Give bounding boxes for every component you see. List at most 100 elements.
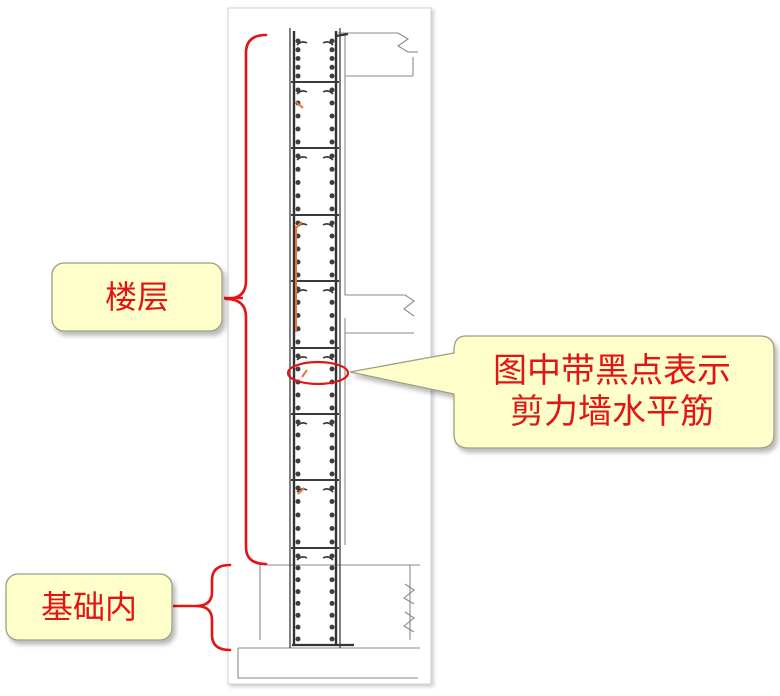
rebar-dot-2-4-1 (329, 206, 335, 212)
rebar-dot-8-0-0 (295, 553, 301, 559)
orange-tick-1 (295, 101, 304, 109)
stirrup-hook-left-8 (296, 556, 308, 561)
break-symbol-top (396, 32, 410, 53)
break-symbol-bottom (403, 611, 415, 633)
rebar-dot-2-3-0 (295, 193, 301, 199)
rebar-dot-2-2-0 (295, 180, 301, 185)
rebar-dot-8-7-1 (329, 636, 335, 642)
stirrup-hook-left-6 (296, 422, 308, 427)
rebar-dot-8-2-0 (295, 577, 301, 583)
rebar-dot-0-1-0 (295, 47, 301, 53)
rebar-dot-7-1-0 (295, 499, 301, 504)
stirrup-hook-left-5 (296, 356, 308, 361)
rebar-dot-0-3-0 (295, 64, 301, 70)
rebar-dot-5-3-0 (295, 392, 301, 398)
rebar-dot-6-2-1 (329, 445, 335, 451)
rebar-dot-8-0-1 (329, 553, 335, 559)
orange-tick-2 (295, 221, 303, 229)
rebar-dot-5-1-0 (295, 366, 301, 372)
rebar-dot-6-4-0 (295, 471, 301, 477)
rebar-dot-0-2-1 (329, 56, 335, 61)
stirrup-hook-right-5 (322, 356, 334, 361)
stirrup-hook-right-1 (322, 90, 334, 95)
rebar-dot-6-3-0 (295, 458, 301, 464)
rebar-dot-5-4-1 (329, 405, 335, 411)
shear-wall (289, 28, 354, 648)
rebar-dot-7-4-1 (329, 539, 335, 545)
stirrup-hook-right-3 (322, 223, 334, 228)
rebar-dot-0-1-1 (329, 47, 335, 53)
rebar-dot-1-2-1 (329, 113, 335, 119)
stirrup-group (291, 41, 339, 561)
stirrup-hook-right-2 (322, 156, 334, 161)
rebar-dot-1-4-0 (295, 139, 301, 145)
stirrup-hook-right-7 (322, 488, 334, 493)
rebar-dot-8-5-0 (295, 612, 301, 618)
orange-tick-4 (297, 487, 305, 495)
rebar-dot-8-3-1 (329, 589, 335, 595)
rebar-dot-7-3-1 (329, 526, 335, 531)
rebar-dot-1-0-1 (329, 87, 335, 93)
rebar-dot-6-2-0 (295, 445, 301, 451)
rebar-dot-8-4-0 (295, 600, 301, 606)
rebar-dot-1-0-0 (295, 87, 301, 93)
rebar-dot-1-3-0 (295, 126, 301, 132)
orange-tick-3 (301, 369, 308, 378)
stirrup-hook-left-1 (296, 90, 308, 95)
rebar-dot-5-1-1 (329, 366, 335, 372)
rebar-dot-8-2-1 (329, 577, 335, 583)
rebar-dot-8-3-0 (295, 589, 301, 595)
structure-lines (237, 32, 420, 679)
rebar-dot-0-4-1 (329, 73, 335, 79)
rebar-dot-4-2-1 (329, 313, 335, 318)
foundation-brace-icon (194, 563, 232, 652)
stirrup-hook-left-4 (296, 289, 308, 294)
rebar-dot-8-1-0 (295, 565, 301, 571)
rebar-dot-7-2-0 (295, 512, 301, 518)
rebar-dot-4-3-1 (329, 326, 335, 332)
stirrup-hook-left-0 (296, 41, 308, 46)
stirrup-hook-right-4 (322, 289, 334, 294)
rebar-dot-6-1-1 (329, 432, 335, 438)
rebar-dot-8-5-1 (329, 612, 335, 618)
rebar-dot-5-0-1 (329, 353, 335, 359)
mid-wall-outline (344, 76, 405, 296)
rebar-dot-0-0-0 (295, 38, 301, 44)
rebar-dot-0-3-1 (329, 64, 335, 70)
rebar-dot-1-2-0 (295, 113, 301, 119)
rebar-dot-2-0-0 (295, 153, 301, 159)
rebar-top-hook (335, 32, 349, 38)
rebar-dot-7-0-0 (295, 485, 301, 491)
stirrup-hook-right-8 (322, 556, 334, 561)
stirrup-hook-left-2 (296, 156, 308, 161)
rebar-dot-3-0-1 (329, 220, 335, 226)
rebar-dot-5-0-0 (295, 353, 301, 359)
rebar-dot-2-1-1 (329, 166, 335, 172)
rebar-dot-8-7-0 (295, 636, 301, 642)
rebar-dot-0-2-0 (295, 56, 301, 61)
rebar-dot-4-4-1 (329, 339, 335, 345)
rebar-dot-4-0-1 (329, 286, 335, 292)
rebar-dot-7-4-0 (295, 539, 301, 545)
break-symbol-mid (403, 294, 415, 317)
rebar-dot-8-6-1 (329, 624, 335, 630)
rebar-dot-8-1-1 (329, 565, 335, 571)
foundation-callout-box (5, 573, 173, 641)
rebar-dot-7-1-1 (329, 499, 335, 504)
rebar-dot-5-3-1 (329, 392, 335, 398)
note-callout-box (349, 335, 775, 449)
rebar-dot-7-3-0 (295, 526, 301, 531)
rebar-dot-2-3-1 (329, 193, 335, 199)
drawing-sheet (227, 7, 432, 685)
rebar-dot-2-0-1 (329, 153, 335, 159)
rebar-dot-0-0-1 (329, 38, 335, 44)
rebar-dot-2-4-0 (295, 206, 301, 212)
rebar-dot-5-4-0 (295, 405, 301, 411)
orange-marks (295, 101, 308, 495)
rebar-dot-3-3-1 (329, 259, 335, 265)
rebar-dot-1-4-1 (329, 139, 335, 145)
rebar-dot-1-3-1 (329, 126, 335, 132)
rebar-dot-0-4-0 (295, 73, 301, 79)
stirrup-hook-right-0 (322, 41, 334, 46)
